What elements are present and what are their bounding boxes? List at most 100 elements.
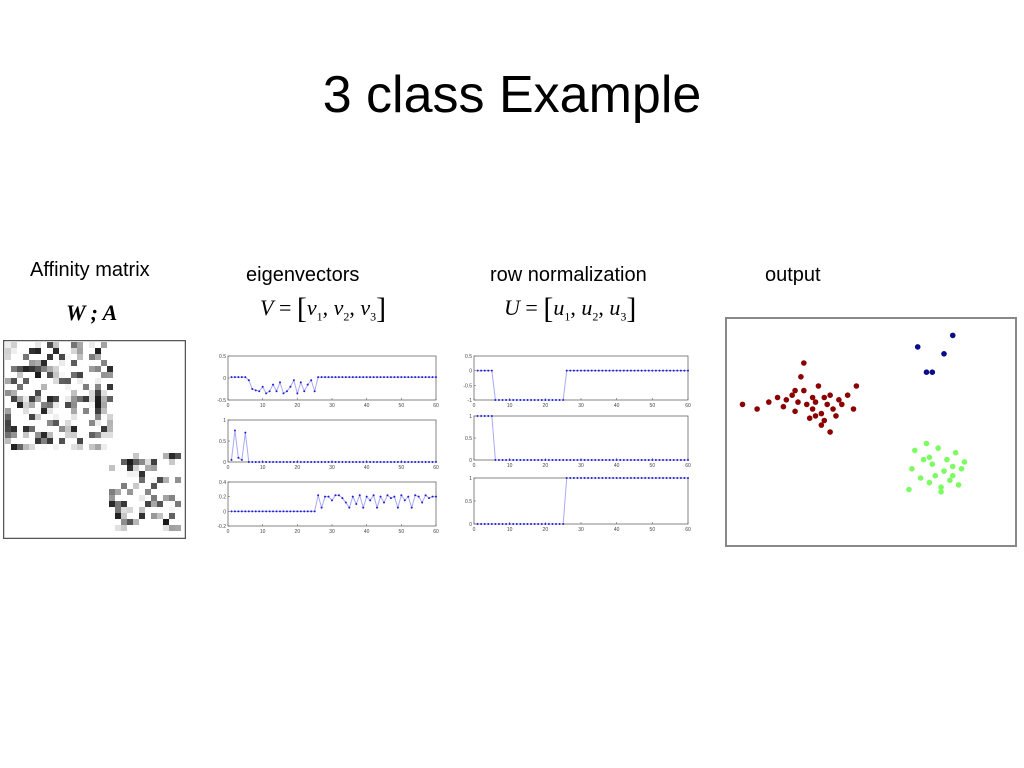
data-point (658, 459, 661, 461)
matrix-cell (29, 360, 35, 366)
matrix-cell (109, 501, 115, 507)
data-point (435, 461, 437, 463)
matrix-cell (65, 420, 71, 426)
matrix-cell (133, 483, 139, 489)
matrix-cell (5, 348, 11, 354)
matrix-cell (107, 432, 113, 438)
data-point (622, 477, 625, 479)
data-point (417, 495, 420, 498)
data-point (562, 459, 565, 461)
data-point (483, 369, 486, 372)
y-tick-label: 0.5 (465, 436, 472, 442)
data-point (403, 461, 406, 463)
data-point (435, 495, 437, 498)
matrix-cell (95, 408, 101, 414)
data-point (633, 477, 636, 479)
data-point (431, 376, 434, 379)
scatter-point (798, 374, 804, 380)
matrix-cell (71, 342, 77, 348)
matrix-cell (139, 507, 145, 513)
data-point (594, 477, 597, 479)
matrix-cell (71, 414, 77, 420)
y-tick-label: 0.5 (465, 499, 472, 505)
matrix-cell (95, 420, 101, 426)
data-point (362, 376, 365, 379)
data-point (230, 458, 233, 461)
x-tick-label: 60 (433, 403, 439, 409)
data-point (580, 459, 582, 461)
data-point (372, 461, 375, 463)
data-point (341, 376, 344, 379)
scatter-point (938, 489, 944, 495)
matrix-cell (121, 459, 127, 465)
matrix-cell (151, 513, 157, 519)
data-point (383, 461, 385, 463)
data-point (522, 523, 525, 525)
matrix-cell (17, 366, 23, 372)
data-point (487, 369, 490, 372)
data-point (629, 477, 632, 479)
scatter-point (926, 454, 933, 461)
data-point (285, 390, 288, 393)
matrix-cell (89, 432, 95, 438)
x-tick-label: 40 (364, 403, 370, 409)
data-point (327, 461, 330, 463)
scatter-point (821, 417, 828, 424)
data-point (651, 477, 654, 479)
data-point (272, 510, 275, 513)
data-point (515, 459, 518, 461)
data-point (348, 376, 351, 379)
data-point (647, 459, 650, 461)
data-point (522, 399, 525, 401)
x-tick-label: 50 (650, 463, 656, 469)
x-tick-label: 20 (543, 527, 549, 533)
data-point (669, 369, 672, 372)
matrix-cell (121, 483, 127, 489)
data-point (490, 523, 493, 525)
data-point (658, 369, 661, 372)
data-point (676, 369, 679, 372)
matrix-cell (101, 408, 107, 414)
scatter-point (941, 351, 947, 357)
data-point (530, 523, 533, 525)
scatter-point (824, 401, 830, 408)
matrix-cell (35, 348, 41, 354)
data-point (647, 369, 650, 372)
matrix-cell (77, 444, 83, 450)
data-point (683, 369, 686, 372)
data-point (244, 376, 247, 379)
matrix-cell (133, 453, 139, 459)
data-point (522, 459, 525, 461)
data-point (676, 477, 679, 479)
matrix-cell (163, 525, 169, 531)
matrix-cell (89, 396, 95, 402)
scatter-point (766, 399, 772, 405)
matrix-cell (29, 444, 35, 450)
data-point (407, 495, 410, 498)
data-point (558, 399, 561, 401)
scatter-point (801, 360, 807, 366)
scatter-point (923, 369, 930, 375)
data-point (633, 459, 636, 461)
data-point (565, 477, 568, 479)
data-point (313, 510, 316, 513)
data-point (508, 523, 511, 525)
output-scatter-plot (725, 317, 1017, 547)
matrix-cell (169, 525, 175, 531)
data-point (324, 495, 327, 498)
matrix-cell (53, 372, 59, 378)
data-point (320, 376, 323, 379)
matrix-cell (115, 489, 121, 495)
matrix-cell (169, 495, 175, 501)
data-point (487, 415, 490, 417)
data-point (296, 510, 299, 513)
x-tick-label: 0 (473, 403, 476, 409)
data-point (665, 369, 668, 372)
matrix-cell (53, 342, 59, 348)
data-point (341, 497, 344, 500)
data-point (590, 459, 593, 461)
data-point (435, 376, 437, 379)
matrix-cell (77, 396, 83, 402)
matrix-cell (133, 459, 139, 465)
